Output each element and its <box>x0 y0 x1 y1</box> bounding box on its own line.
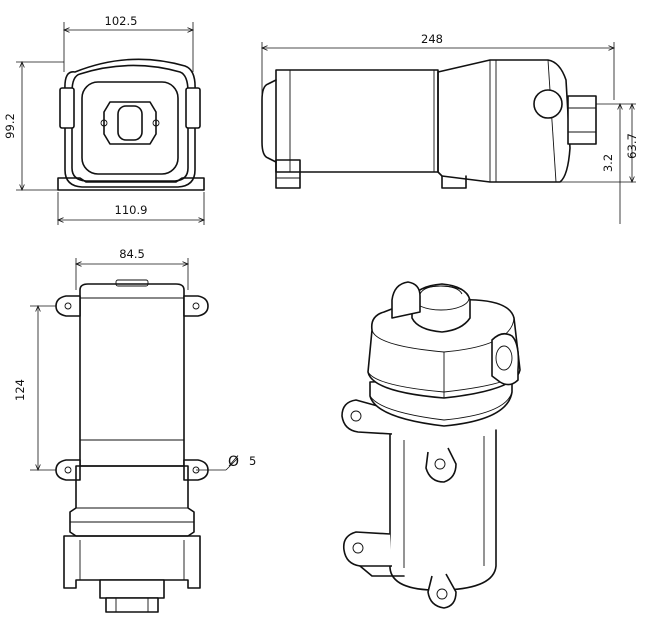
dim-front-base-width: 110.9 <box>115 203 148 217</box>
dim-hole-diameter-symbol: Ø <box>228 454 239 470</box>
dim-front-top-width: 102.5 <box>105 14 138 28</box>
dim-top-width: 84.5 <box>119 247 145 261</box>
dim-side-height-inner: 3.2 <box>601 154 615 172</box>
side-view: 248 63.7 3.2 <box>261 32 639 224</box>
dim-hole-diameter: 5 <box>249 454 256 468</box>
front-view: 102.5 99.2 110.9 <box>3 14 205 225</box>
dim-top-hole-spacing: 124 <box>13 379 27 401</box>
dim-side-length: 248 <box>421 32 443 46</box>
dim-side-height-outer: 63.7 <box>625 133 639 159</box>
top-view: 84.5 124 Ø <box>13 247 256 613</box>
isometric-view <box>341 281 521 609</box>
dim-front-height: 99.2 <box>3 113 17 139</box>
